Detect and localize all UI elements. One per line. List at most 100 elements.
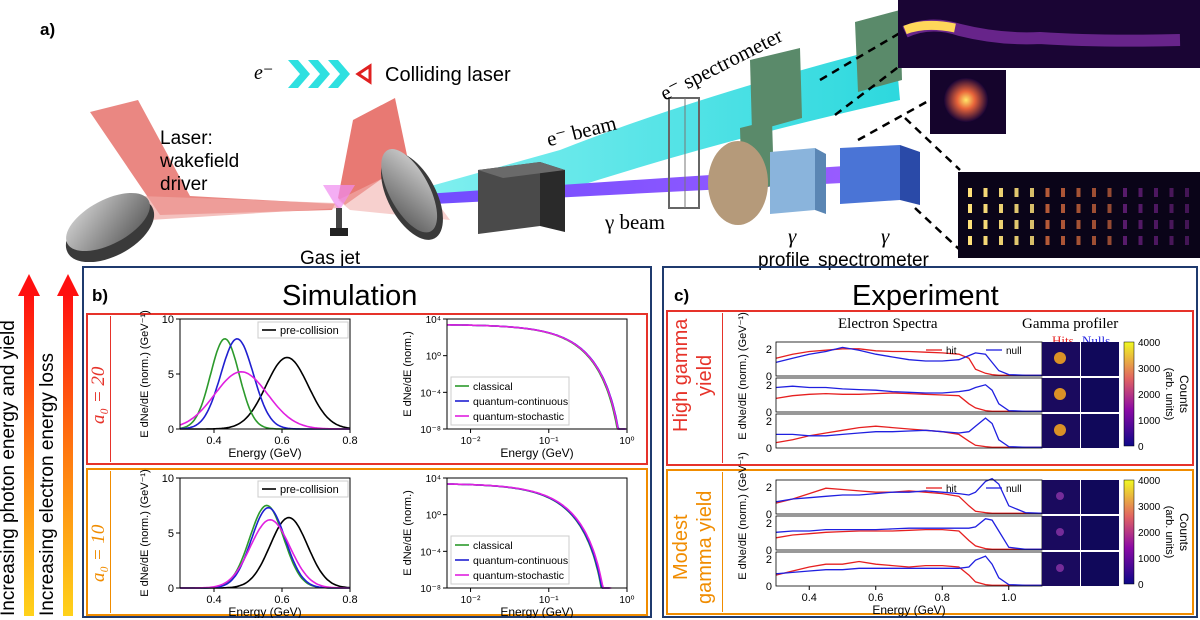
y-axis-label: E dNe/dE (norm.) (GeV⁻¹) — [737, 452, 749, 579]
gas-jet-label: Gas jet — [300, 248, 361, 269]
side-arrows — [18, 274, 79, 616]
spectrum-hit-line — [775, 392, 1042, 412]
colorbar-unit: (arb. units) — [1163, 368, 1175, 421]
y-tick-label: 10⁴ — [426, 315, 441, 326]
ruler-scintillator — [668, 97, 700, 209]
gamma-spot — [1054, 388, 1066, 400]
laser-arrowhead-icon — [355, 63, 372, 85]
spectrum-hit-line — [775, 348, 1042, 376]
y-tick-label: 0 — [766, 545, 772, 557]
gamma-spot — [1054, 424, 1066, 436]
spectrometer-dot — [1154, 204, 1158, 213]
spectrometer-dot — [1061, 236, 1065, 245]
x-tick-label: 10⁻² — [461, 436, 481, 447]
colorbar-tick-label: 1000 — [1138, 554, 1161, 565]
laser-label-line1: Laser: — [160, 128, 213, 149]
x-tick-label: 0.8 — [935, 592, 950, 604]
colorbar-tick-label: 2000 — [1138, 390, 1161, 401]
nulls-thumbnail — [1081, 414, 1119, 448]
colorbar-tick-label: 4000 — [1138, 476, 1161, 487]
panel-c-title: Experiment — [852, 280, 999, 312]
y-axis-label: E dNe/dE (norm.) (GeV⁻¹) — [139, 469, 151, 596]
y-tick-label: 0 — [766, 407, 772, 419]
spectrometer-dot — [1154, 220, 1158, 229]
panel-b-letter: b) — [92, 286, 109, 305]
legend-label: quantum-continuous — [473, 555, 568, 567]
panel-a-letter: a) — [40, 20, 56, 39]
legend-box — [257, 480, 349, 498]
legend-label: classical — [473, 540, 513, 552]
y-tick-label: 5 — [168, 369, 174, 381]
x-axis-label: Energy (GeV) — [228, 446, 301, 460]
x-tick-label: 10⁰ — [619, 595, 634, 606]
y-tick-label: 2 — [766, 482, 772, 494]
photon-arrowhead — [18, 274, 40, 296]
spectrometer-dot — [1092, 220, 1096, 229]
series-line — [447, 324, 626, 430]
electron-arrow-chevrons — [288, 60, 350, 88]
x-axis-label: Energy (GeV) — [500, 446, 573, 460]
gamma-spectrometer-image — [958, 172, 1200, 258]
colorbar-label: Counts — [1177, 375, 1191, 413]
spectrometer-dot — [1030, 188, 1034, 197]
gamma-spot — [1056, 492, 1064, 500]
spectrometer-dot — [1107, 204, 1112, 213]
spectrometer-dot — [1107, 188, 1112, 197]
spectrometer-dot — [1045, 204, 1050, 213]
spectrum-null-line — [775, 555, 1042, 586]
converter-disk — [708, 141, 768, 225]
spectrometer-dot — [1138, 236, 1143, 245]
spectrometer-dot — [983, 220, 988, 229]
legend-label: quantum-continuous — [473, 396, 568, 408]
y-tick-label: 2 — [766, 380, 772, 392]
y-axis-label: E dNe/dE (norm.) — [402, 331, 414, 417]
spectrum-null-line — [776, 417, 1042, 448]
spectrum-hit-line — [775, 528, 1042, 550]
y-tick-label: 2 — [766, 518, 772, 530]
legend-label: quantum-stochastic — [473, 411, 564, 423]
spectrometer-dot — [1169, 188, 1174, 197]
spectrometer-dot — [1076, 188, 1081, 197]
spectrometer-dot — [983, 236, 988, 245]
electron-symbol-label: e⁻ — [254, 62, 274, 84]
spectrometer-screen-1 — [750, 48, 802, 132]
spectrum-hit-line — [775, 425, 1042, 448]
y-tick-label: 0 — [766, 371, 772, 383]
spectrometer-dot — [999, 204, 1003, 213]
spectrometer-dot — [1014, 204, 1019, 213]
gamma-profile-label: profile — [758, 250, 810, 271]
magnet-dipole — [478, 162, 565, 234]
spectrometer-dot — [1092, 204, 1096, 213]
photon-energy-label: Increasing photon energy and yield — [0, 320, 19, 616]
y-tick-label: 2 — [766, 344, 772, 356]
series-line — [447, 483, 612, 589]
spectrometer-dot — [999, 188, 1003, 197]
spectrometer-dot — [968, 220, 972, 229]
panel-b-row2-frame — [86, 468, 648, 616]
nulls-thumbnail — [1081, 516, 1119, 550]
x-tick-label: 0.6 — [274, 435, 289, 447]
electron-arrowhead — [57, 274, 79, 296]
experimental-setup-schematic — [65, 0, 1200, 262]
legend-box — [257, 321, 349, 339]
y-tick-label: 5 — [168, 528, 174, 540]
driver-laser-shape — [90, 100, 335, 215]
photon-arrow-shaft — [24, 294, 34, 616]
panel-c-row1-frame — [666, 310, 1194, 466]
legend-label: null — [1006, 346, 1022, 357]
y-tick-label: 2 — [766, 554, 772, 566]
spectrometer-dot — [968, 188, 972, 197]
panel-b-frame — [82, 266, 652, 618]
nulls-thumbnail — [1081, 378, 1119, 412]
colorbar-tick-label: 1000 — [1138, 416, 1161, 427]
spectrometer-dot — [1185, 236, 1189, 245]
x-tick-label: 10⁻¹ — [539, 436, 559, 447]
spectrometer-dot — [1138, 188, 1143, 197]
spectrum-frame — [775, 341, 1043, 377]
legend-box — [450, 535, 570, 585]
panel-b-title: Simulation — [282, 280, 418, 312]
spectrometer-dot — [1030, 220, 1034, 229]
spectrometer-dot — [1045, 220, 1050, 229]
